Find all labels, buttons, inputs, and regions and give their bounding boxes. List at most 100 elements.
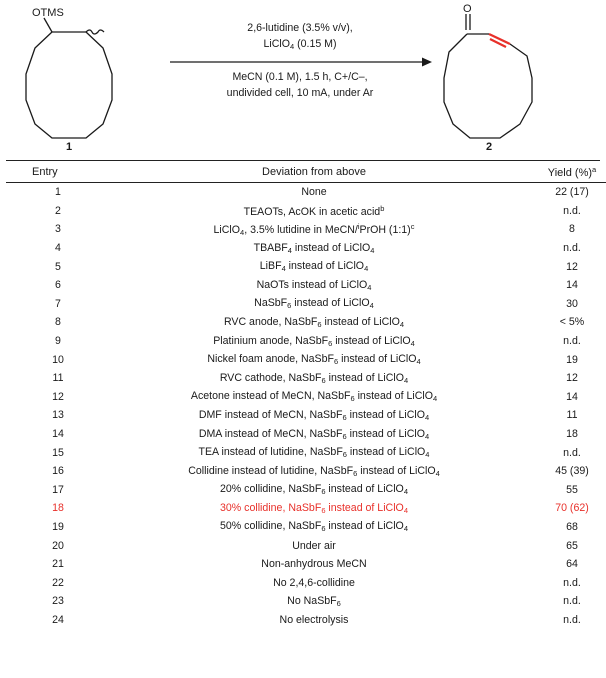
yield-cell: n.d. (563, 576, 581, 589)
deviation-cell: NaOTs instead of LiClO4 (256, 278, 372, 292)
entry-cell: 18 (52, 502, 64, 515)
new-double-bond-inner (489, 38, 507, 48)
header-yield: Yield (%)a (518, 161, 606, 183)
entry-cell: 1 (55, 186, 61, 199)
entry-cell: 5 (55, 260, 61, 273)
entry-cell: 13 (52, 409, 64, 422)
reactant-structure (25, 17, 113, 139)
reactant-otms-label: OTMS (32, 7, 64, 19)
deviation-cell: Nickel foam anode, NaSbF6 instead of LiC… (207, 353, 421, 367)
deviation-cell: Non-anhydrous MeCN (261, 558, 367, 571)
deviation-cell: RVC anode, NaSbF6 instead of LiClO4 (223, 315, 405, 329)
conditions-line-3: MeCN (0.1 M), 1.5 h, C+/C–, (232, 71, 368, 83)
deviation-cell: Platinium anode, NaSbF6 instead of LiClO… (213, 334, 415, 348)
deviation-cell: 30% collidine, NaSbF6 instead of LiClO4 (220, 501, 408, 515)
yield-cell: 12 (566, 260, 578, 273)
deviation-cell: No NaSbF6 (287, 594, 341, 608)
yield-cell: 8 (569, 223, 575, 236)
yield-cell: n.d. (563, 595, 581, 608)
yield-cell: 11 (566, 409, 578, 422)
entry-cell: 3 (55, 223, 61, 236)
table-top-rule (6, 160, 600, 161)
entry-cell: 21 (52, 558, 64, 571)
reaction-scheme: OTMS 1 O 2 2,6-lutidine (3.5% v/v), LiCl… (0, 0, 606, 153)
yield-cell: 12 (566, 372, 578, 385)
scheme-drawing: OTMS 1 O 2 (25, 3, 533, 153)
entry-cell: 11 (52, 372, 64, 385)
yield-cell: n.d. (563, 242, 581, 255)
yield-cell: 22 (17) (555, 186, 589, 199)
entry-cell: 14 (52, 428, 64, 441)
yield-cell: 64 (566, 558, 578, 571)
table-row: 6 NaOTs instead of LiClO4 14 (6, 276, 606, 295)
yield-cell: n.d. (563, 613, 581, 626)
entry-cell: 2 (55, 204, 61, 217)
entry-cell: 6 (55, 279, 61, 292)
product-o-label: O (463, 3, 472, 15)
entry-cell: 22 (52, 576, 64, 589)
yield-cell: 55 (566, 483, 578, 496)
deviation-cell: DMF instead of MeCN, NaSbF6 instead of L… (198, 408, 430, 422)
deviation-cell: Collidine instead of lutidine, NaSbF6 in… (188, 464, 440, 478)
header-deviation: Deviation from above (110, 161, 518, 183)
product-number: 2 (486, 141, 492, 150)
entry-cell: 7 (55, 297, 61, 310)
deviation-cell: TBABF4 instead of LiClO4 (253, 241, 375, 255)
reactant-number: 1 (66, 141, 72, 150)
entry-cell: 8 (55, 316, 61, 329)
table-row: 21 Non-anhydrous MeCN 64 (6, 555, 606, 574)
deviation-cell: No electrolysis (279, 613, 349, 626)
table-row: 22 No 2,4,6-collidine n.d. (6, 573, 606, 592)
table-row: 11 RVC cathode, NaSbF6 instead of LiClO4 1… (6, 369, 606, 388)
yield-cell: 19 (566, 353, 578, 366)
yield-cell: 70 (62) (555, 502, 589, 515)
yield-cell: 14 (566, 279, 578, 292)
wavy-bond (85, 29, 105, 35)
yield-cell: 30 (566, 297, 578, 310)
product-structure (443, 14, 533, 139)
yield-cell: n.d. (563, 335, 581, 348)
yield-cell: 65 (566, 539, 578, 552)
entry-cell: 9 (55, 335, 61, 348)
entry-cell: 10 (52, 353, 64, 366)
yield-cell: 45 (39) (555, 465, 589, 478)
yield-cell: n.d. (563, 446, 581, 459)
deviation-cell: TEA instead of lutidine, NaSbF6 instead … (198, 446, 430, 460)
deviation-cell: No 2,4,6-collidine (273, 576, 355, 589)
table-row: 3 LiClO4, 3.5% lutidine in MeCN/iPrOH (1:… (6, 220, 606, 239)
conditions-line-2: LiClO4 (0.15 M) (263, 38, 337, 51)
deviation-cell: DMA instead of MeCN, NaSbF6 instead of L… (198, 427, 430, 441)
deviation-cell: LiClO4, 3.5% lutidine in MeCN/iPrOH (1:1… (213, 221, 415, 237)
table-header-row: Entry Deviation from above Yield (%)a (6, 161, 606, 183)
table-row: 9 Platinium anode, NaSbF6 instead of LiCl… (6, 332, 606, 351)
entry-cell: 15 (52, 446, 64, 459)
deviation-cell: 20% collidine, NaSbF6 instead of LiClO4 (220, 483, 408, 497)
entry-cell: 19 (52, 520, 64, 533)
deviation-cell: Under air (292, 539, 336, 552)
table-row: 13 DMF instead of MeCN, NaSbF6 instead of… (6, 406, 606, 425)
deviation-cell: Acetone instead of MeCN, NaSbF6 instead … (190, 390, 438, 404)
deviation-cell: NaSbF6 instead of LiClO4 (254, 297, 374, 311)
entry-cell: 12 (52, 390, 64, 403)
yield-cell: 68 (566, 520, 578, 533)
table-row: 10 Nickel foam anode, NaSbF6 instead of L… (6, 350, 606, 369)
new-double-bond (488, 33, 511, 45)
table-row: 12 Acetone instead of MeCN, NaSbF6 instea… (6, 388, 606, 407)
entry-cell: 24 (52, 613, 64, 626)
conditions-line-1: 2,6-lutidine (3.5% v/v), (247, 22, 353, 34)
deviation-cell: RVC cathode, NaSbF6 instead of LiClO4 (219, 371, 409, 385)
reaction-arrow (170, 57, 432, 67)
table-row: 24 No electrolysis n.d. (6, 611, 606, 630)
deviation-cell: TEAOTs, AcOK in acetic acidb (243, 203, 385, 218)
deviation-cell: None (301, 186, 327, 199)
